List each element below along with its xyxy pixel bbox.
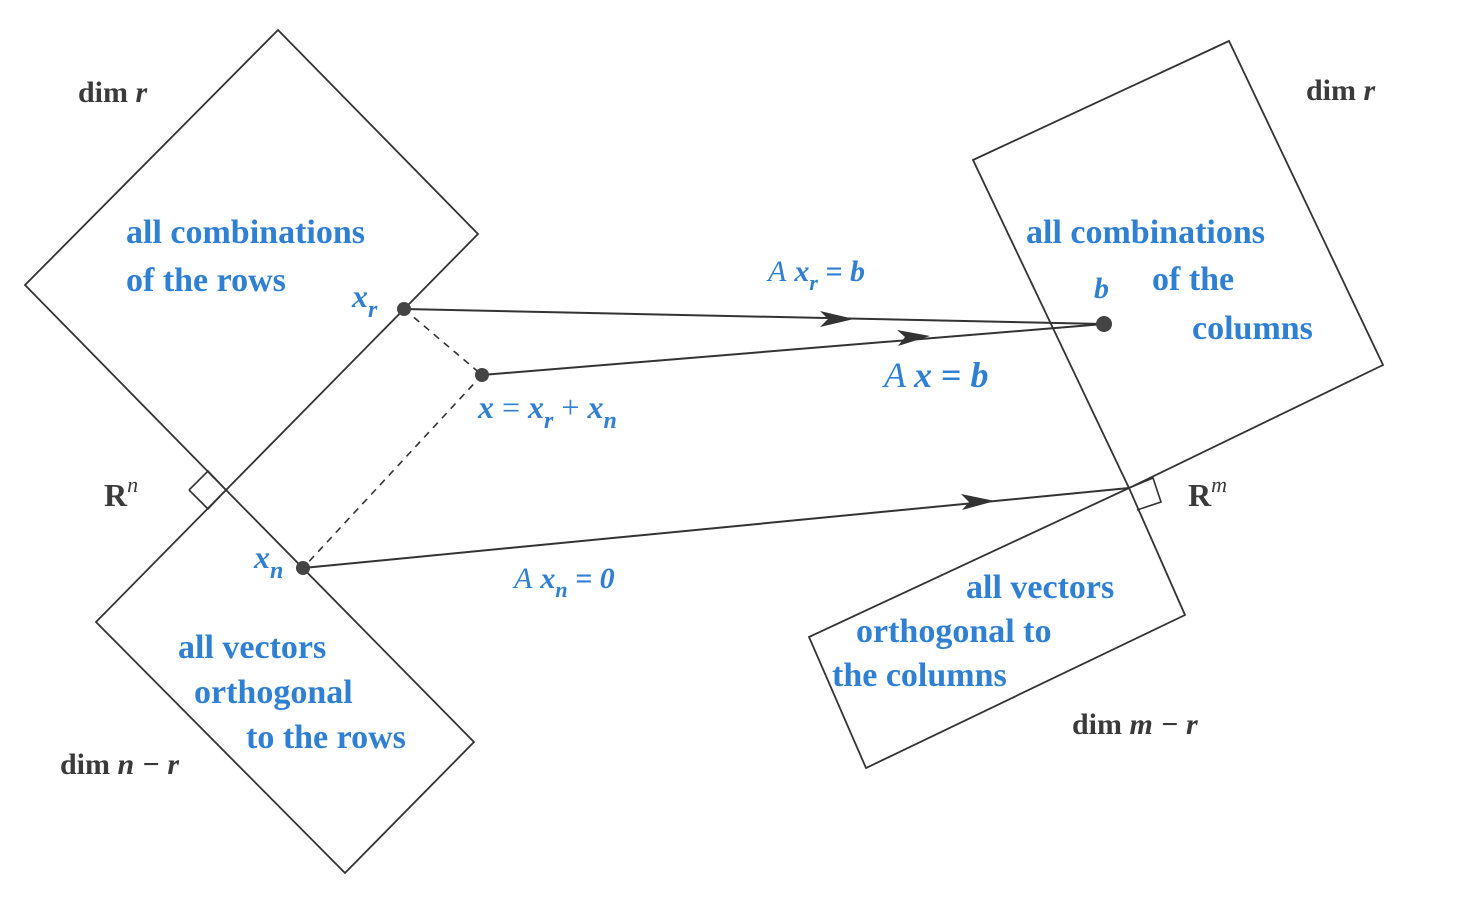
dashed-x-to-xn xyxy=(302,374,483,569)
arrowhead-axr xyxy=(820,311,854,327)
dashed-xr-to-x xyxy=(403,308,483,376)
point-x xyxy=(475,368,489,382)
point-xn xyxy=(296,561,310,575)
arrow-ax xyxy=(481,323,1105,376)
right-angle-mark-left xyxy=(188,469,228,511)
column-space-dim-label: dim r xyxy=(1306,74,1376,107)
space-Rn-label: Rn xyxy=(104,472,138,513)
x-sum-label: x = xr + xn xyxy=(477,389,617,434)
arrowhead-axn xyxy=(961,494,995,510)
column-space-region xyxy=(971,39,1385,490)
right-angle-mark-right xyxy=(1128,476,1163,511)
arrowhead-ax xyxy=(897,330,930,346)
arrow-axr xyxy=(403,308,1105,325)
column-space-line1: all combinations xyxy=(1026,214,1265,251)
left-null-space-line1: all vectors xyxy=(966,569,1114,606)
null-space-line3: to the rows xyxy=(246,719,406,756)
null-space-dim-label: dim n − r xyxy=(60,748,179,781)
xr-label: xr xyxy=(351,278,378,323)
column-space-line3: columns xyxy=(1192,310,1313,347)
left-null-space-dim-label: dim m − r xyxy=(1072,708,1198,741)
point-xr xyxy=(397,302,411,316)
null-space-region xyxy=(94,488,476,875)
row-space-line1: all combinations xyxy=(126,214,365,251)
row-space-line2: of the rows xyxy=(126,262,286,299)
xn-label: xn xyxy=(253,539,283,584)
column-space-line2: of the xyxy=(1152,261,1234,298)
row-space-dim-label: dim r xyxy=(78,76,148,109)
arrow-axn xyxy=(302,487,1130,569)
null-space-line2: orthogonal xyxy=(194,674,353,711)
left-null-space-line2: orthogonal to xyxy=(856,613,1052,650)
left-null-space-region xyxy=(807,486,1187,770)
null-space-line1: all vectors xyxy=(178,629,326,666)
point-b xyxy=(1096,316,1112,332)
b-label: b xyxy=(1094,272,1109,305)
space-Rm-label: Rm xyxy=(1188,472,1227,513)
left-null-space-line3: the columns xyxy=(832,657,1007,694)
